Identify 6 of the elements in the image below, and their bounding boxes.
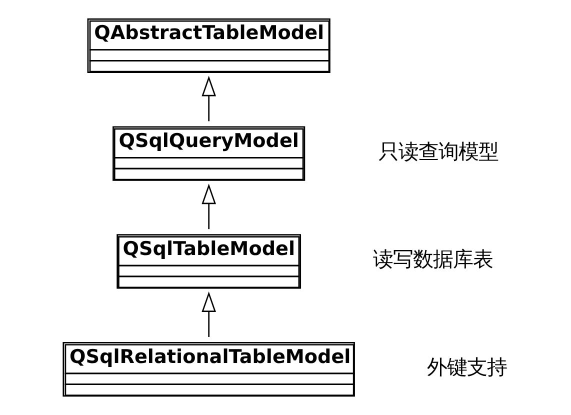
node-label: 外键支持 (426, 355, 506, 380)
arrow (201, 76, 216, 122)
arrow (201, 184, 216, 230)
arrow (201, 292, 216, 337)
node-label: 读写数据库表 (372, 247, 492, 272)
node-label: 只读查询模型 (378, 139, 498, 164)
